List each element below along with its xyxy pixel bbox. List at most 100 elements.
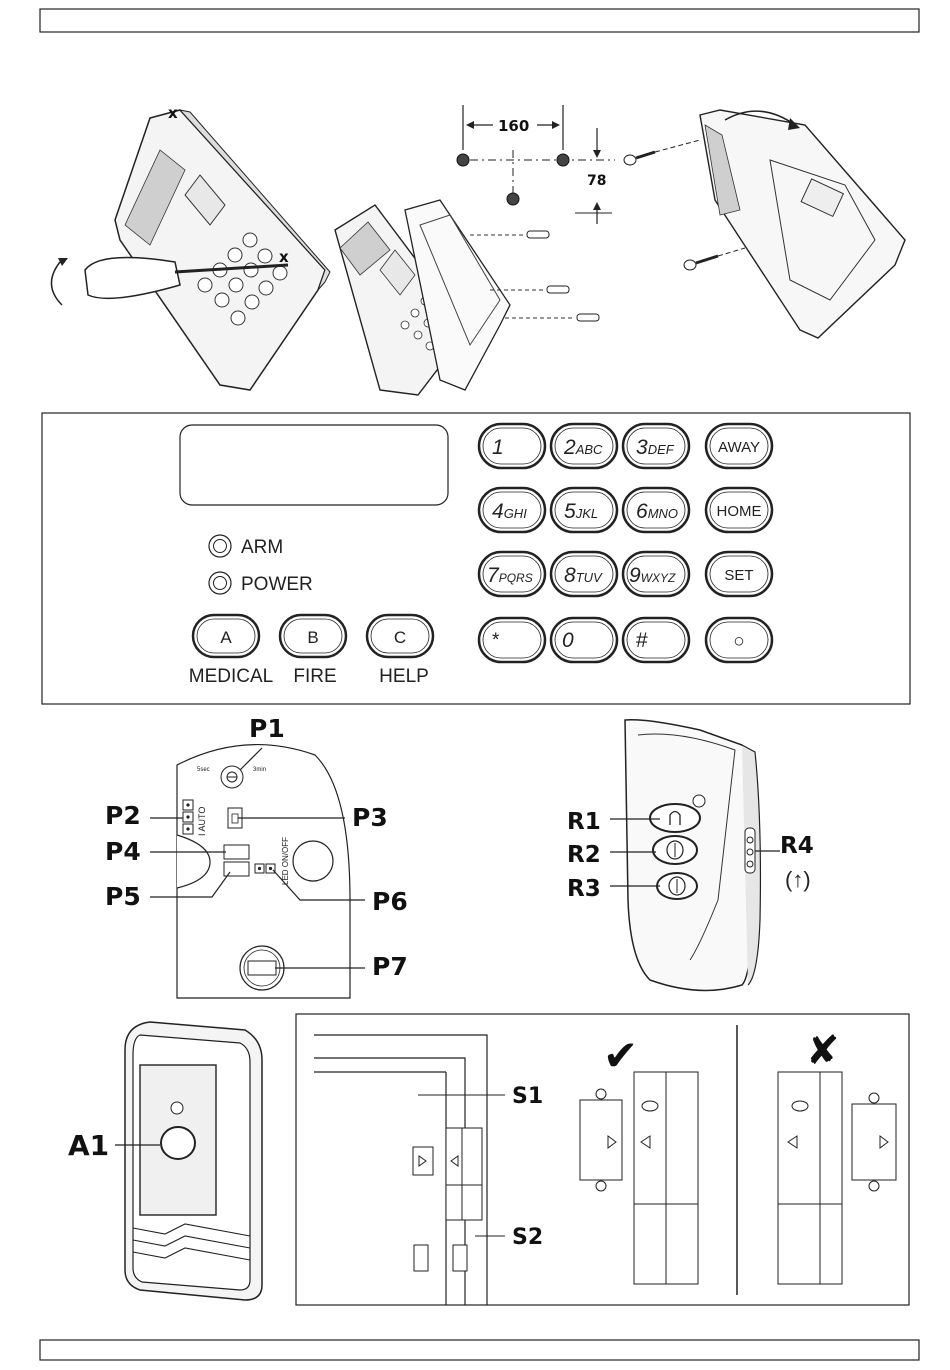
away-button-label: AWAY xyxy=(718,439,760,456)
key-6-letters: MNO xyxy=(648,506,678,521)
pir-sensor-hole xyxy=(293,841,333,881)
keypad-front-view: x x xyxy=(51,104,330,390)
key-8-digit: 8 xyxy=(564,564,576,587)
dimension-160: 160 xyxy=(498,117,529,135)
home-button[interactable]: HOME xyxy=(706,488,772,532)
screw-mark-top: x xyxy=(168,104,178,122)
label-s1: S1 xyxy=(512,1084,543,1109)
key-7[interactable]: 7PQRS xyxy=(479,552,545,596)
screw-mark-right: x xyxy=(279,248,289,266)
medical-label: MEDICAL xyxy=(189,666,273,687)
led-indicator xyxy=(171,1102,183,1114)
label-p3: P3 xyxy=(352,803,388,832)
wrong-orientation: ✘ xyxy=(778,1028,896,1284)
key-9[interactable]: 9WXYZ xyxy=(623,552,689,596)
function-key-c-letter: C xyxy=(394,628,406,647)
function-key-b-letter: B xyxy=(307,628,318,647)
key-3-digit: 3 xyxy=(636,436,648,459)
set-button-label: SET xyxy=(724,567,753,584)
key-8-letters: TUV xyxy=(576,570,603,585)
label-p7: P7 xyxy=(372,952,408,981)
siren-unit: A1 xyxy=(68,1022,262,1300)
key-5-letters: JKL xyxy=(575,506,598,521)
key-0[interactable]: 0 xyxy=(551,618,617,662)
key-2[interactable]: 2ABC xyxy=(551,424,617,468)
screw-icon xyxy=(624,140,700,165)
jumper-p2 xyxy=(183,800,193,834)
button-r2[interactable] xyxy=(653,836,697,864)
key-4-digit: 4 xyxy=(492,500,504,523)
button-r1[interactable] xyxy=(650,804,700,832)
svg-text:1: 1 xyxy=(492,436,504,459)
pot-max-label: 3min xyxy=(253,767,266,773)
label-r1: R1 xyxy=(567,809,601,835)
check-icon: ✔ xyxy=(603,1031,638,1080)
key-2-letters: ABC xyxy=(575,442,603,457)
label-p2: P2 xyxy=(105,801,141,830)
footer-bar xyxy=(40,1340,919,1360)
home-button-label: HOME xyxy=(717,503,762,520)
disarm-button[interactable]: ○ xyxy=(706,618,772,662)
arm-led: ARM xyxy=(209,535,283,558)
key-2-digit: 2 xyxy=(563,436,576,459)
key-3-letters: DEF xyxy=(648,442,675,457)
arm-led-label: ARM xyxy=(241,537,283,558)
function-key-b[interactable]: B xyxy=(280,615,346,657)
keypad-panel: ARM POWER A MEDICAL B FIRE C HELP xyxy=(42,413,910,704)
function-key-c[interactable]: C xyxy=(367,615,433,657)
power-led: POWER xyxy=(209,572,313,595)
help-label: HELP xyxy=(379,666,429,687)
cross-icon: ✘ xyxy=(806,1028,840,1074)
function-key-a-letter: A xyxy=(220,628,232,647)
key-hash-symbol: # xyxy=(636,629,648,652)
label-p4: P4 xyxy=(105,837,141,866)
siren-button-a1[interactable] xyxy=(161,1127,195,1159)
correct-orientation: ✔ xyxy=(580,1031,698,1284)
key-9-letters: WXYZ xyxy=(641,571,676,585)
side-switch-r4[interactable] xyxy=(745,828,755,873)
potentiometer-icon xyxy=(221,766,243,788)
key-4[interactable]: 4GHI xyxy=(479,488,545,532)
numeric-keys: 1 2ABC 3DEF 4GHI 5JKL xyxy=(479,424,689,662)
mounting-illustrations: x x xyxy=(51,104,905,395)
screw-icon xyxy=(684,248,745,270)
key-8[interactable]: 8TUV xyxy=(551,552,617,596)
door-contact-panel: S1 S2 ✔ ✘ xyxy=(296,1014,909,1305)
dimension-78: 78 xyxy=(587,173,606,189)
button-r3[interactable] xyxy=(657,873,697,899)
key-hash[interactable]: # xyxy=(623,618,689,662)
key-6[interactable]: 6MNO xyxy=(623,488,689,532)
drill-template: 160 78 xyxy=(457,105,615,224)
label-r4: R4 xyxy=(780,833,814,859)
r4-direction-symbol: (↑) xyxy=(785,867,811,892)
keypad-back-mounting xyxy=(624,110,905,338)
mode-keys: AWAY HOME SET ○ xyxy=(706,424,772,662)
remote-control: R1 R2 R3 R4 (↑) xyxy=(567,720,814,991)
key-0-digit: 0 xyxy=(562,629,574,652)
pot-min-label: 5sec xyxy=(197,767,210,773)
key-6-digit: 6 xyxy=(636,500,648,523)
component-p5 xyxy=(224,862,249,876)
function-key-a[interactable]: A xyxy=(193,615,259,657)
keypad-exploded-view xyxy=(335,200,599,395)
set-button[interactable]: SET xyxy=(706,552,772,596)
jumper-auto-label: I AUTO xyxy=(197,807,207,836)
key-9-digit: 9 xyxy=(629,564,641,587)
lcd-display xyxy=(180,425,448,505)
keypad-panel-frame xyxy=(42,413,910,704)
key-star[interactable]: * xyxy=(479,618,545,662)
fire-label: FIRE xyxy=(293,666,336,687)
away-button[interactable]: AWAY xyxy=(706,424,772,468)
key-3[interactable]: 3DEF xyxy=(623,424,689,468)
component-p4 xyxy=(224,845,249,859)
power-led-label: POWER xyxy=(241,574,313,595)
label-p5: P5 xyxy=(105,882,141,911)
door-sensor xyxy=(413,1128,482,1220)
key-1[interactable]: 1 xyxy=(479,424,545,468)
key-5[interactable]: 5JKL xyxy=(551,488,617,532)
label-p1: P1 xyxy=(249,714,285,743)
pir-board: 5sec 3min I AUTO LED ON/OFF xyxy=(105,714,408,998)
key-7-letters: PQRS xyxy=(499,571,533,585)
disarm-button-symbol: ○ xyxy=(733,631,744,652)
key-star-symbol: * xyxy=(492,630,500,651)
